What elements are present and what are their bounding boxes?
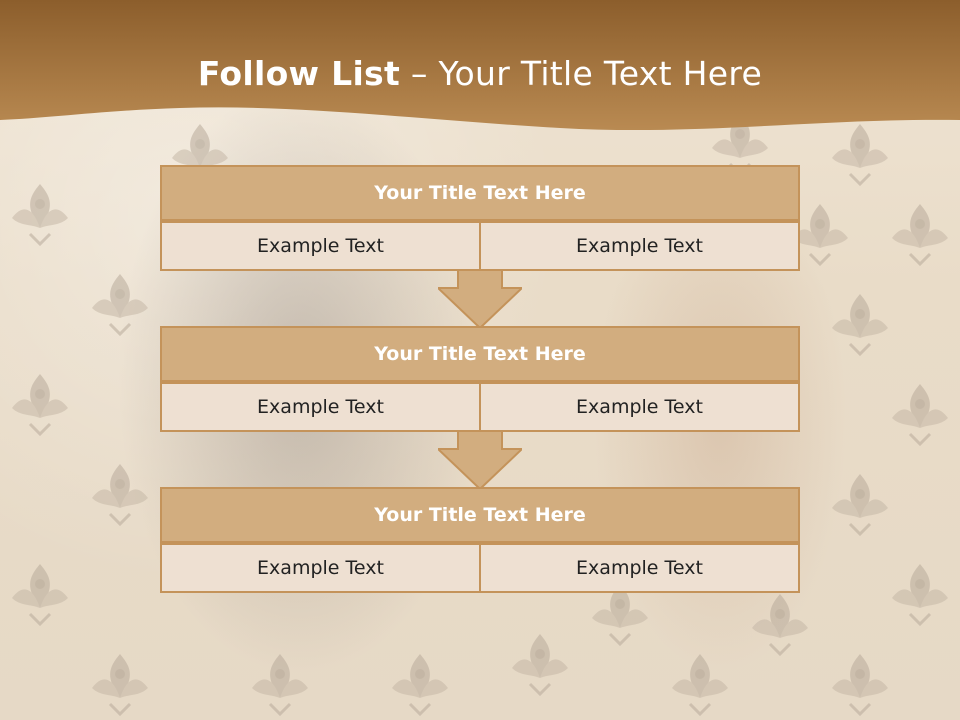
block-cell-left: Example Text (160, 221, 481, 271)
block-title: Your Title Text Here (160, 326, 800, 382)
title-bold: Follow List (197, 54, 401, 93)
down-arrow-icon (438, 431, 522, 489)
block-cell-right: Example Text (481, 221, 800, 271)
header-band (0, 0, 960, 131)
block-cell-left: Example Text (160, 543, 481, 593)
list-block-2: Your Title Text Here Example Text Exampl… (160, 326, 800, 432)
block-cell-right: Example Text (481, 382, 800, 432)
slide-title: Follow List – Your Title Text Here (0, 54, 960, 93)
title-rest: – Your Title Text Here (400, 54, 763, 93)
block-cell-right: Example Text (481, 543, 800, 593)
block-title: Your Title Text Here (160, 165, 800, 221)
down-arrow-icon (438, 270, 522, 328)
block-cell-left: Example Text (160, 382, 481, 432)
list-block-3: Your Title Text Here Example Text Exampl… (160, 487, 800, 593)
list-block-1: Your Title Text Here Example Text Exampl… (160, 165, 800, 271)
block-title: Your Title Text Here (160, 487, 800, 543)
